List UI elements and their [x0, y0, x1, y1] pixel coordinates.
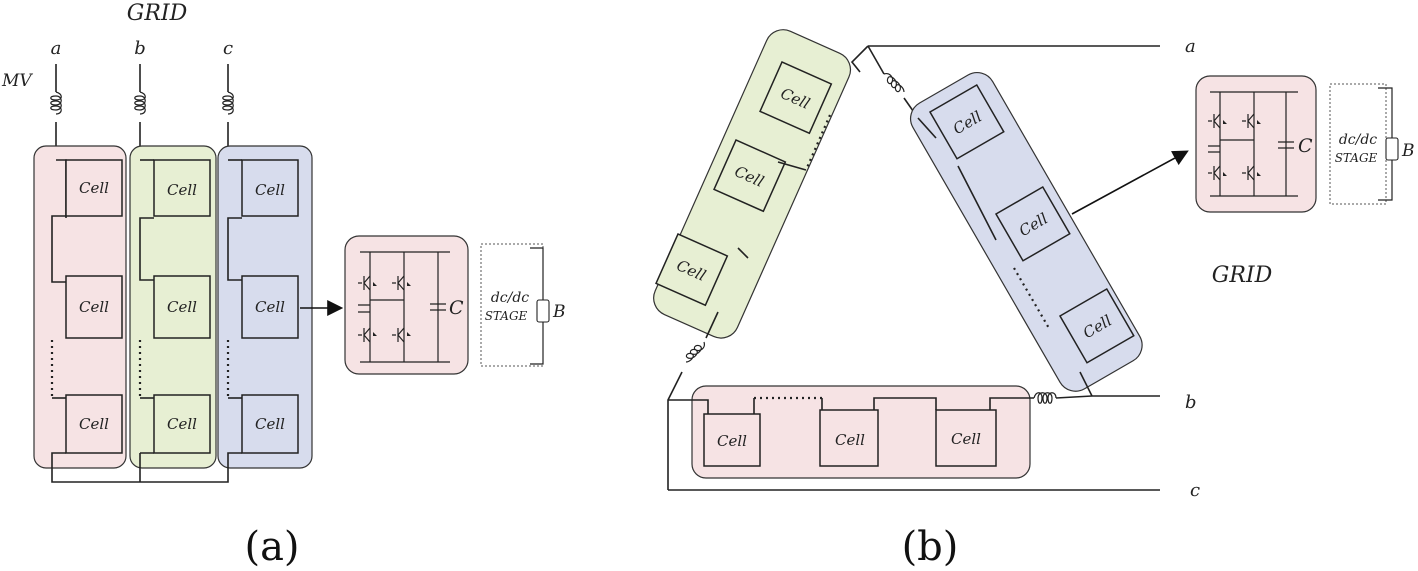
cell-box — [153, 394, 211, 454]
cell-label: Cell — [167, 298, 197, 316]
caption-b: (b) — [902, 524, 959, 570]
inductor-icon — [222, 91, 234, 115]
cell-label: Cell — [79, 415, 109, 433]
grid-label-b: GRID — [1212, 263, 1273, 288]
stage-label-1: dc/dc — [491, 290, 529, 306]
cell-detail-a: C dc/dc STAGE B — [344, 235, 566, 375]
cell-box — [65, 394, 123, 454]
phase-b-wire — [1055, 395, 1093, 399]
arm-a-cells: Cell Cell Cell — [50, 159, 123, 454]
stage-label-2: STAGE — [485, 309, 528, 323]
cell-label: Cell — [79, 298, 109, 316]
cell-box — [153, 275, 211, 339]
arm-b-cells: Cell Cell Cell — [138, 159, 211, 454]
phase-label-b: b — [134, 38, 146, 59]
phase-label-c: c — [1190, 480, 1200, 501]
mv-label: MV — [1, 71, 33, 91]
arrow-icon — [1071, 150, 1189, 215]
capacitor-label: C — [449, 297, 464, 319]
arm-blue: Cell Cell Cell — [909, 71, 1143, 397]
h-bridge-box — [344, 235, 469, 375]
phase-label-b: b — [1185, 392, 1197, 413]
capacitor-icon — [1278, 141, 1294, 149]
arm-green: Cell Cell Cell — [653, 29, 869, 339]
inductor-icon — [685, 341, 705, 363]
arm-c-cells: Cell Cell Cell — [226, 159, 299, 454]
grid-label-a: GRID — [127, 1, 188, 26]
battery-icon — [1385, 137, 1399, 161]
capacitor-label: C — [1298, 135, 1313, 157]
cell-detail-b: C dc/dc STAGE B — [1195, 75, 1415, 213]
phase-label-c: c — [223, 38, 233, 59]
panel-a: GRID MV a b c Cell Cell — [1, 1, 566, 570]
cell-label: Cell — [79, 179, 109, 197]
battery-label: B — [552, 302, 566, 322]
phase-label-a: a — [51, 38, 62, 59]
cell-box — [241, 394, 299, 454]
cell-box — [241, 275, 299, 339]
cell-label: Cell — [167, 415, 197, 433]
cell-box — [65, 159, 123, 217]
cell-label: Cell — [255, 298, 285, 316]
battery-label: B — [1401, 141, 1415, 161]
cell-label: Cell — [951, 430, 981, 448]
cell-label: Cell — [835, 431, 865, 449]
stage-label-1: dc/dc — [1339, 132, 1377, 148]
cell-label: Cell — [167, 181, 197, 199]
cell-box — [65, 275, 123, 339]
stage-label-2: STAGE — [1335, 151, 1378, 165]
inductor-icon — [50, 91, 62, 115]
phase-c-wire — [667, 371, 683, 490]
caption-a: (a) — [244, 524, 299, 570]
star-connection — [51, 452, 242, 483]
cell-label: Cell — [717, 432, 747, 450]
igbt-switch-icon — [1208, 113, 1261, 181]
inductor-icon — [1033, 392, 1057, 404]
panel-b: a b c Cell Cell Cell — [653, 29, 1415, 570]
cell-label: Cell — [255, 181, 285, 199]
cell-label: Cell — [255, 415, 285, 433]
cell-box — [153, 159, 211, 217]
arm-pink: Cell Cell Cell — [668, 385, 1034, 479]
cell-box — [241, 159, 299, 217]
capacitor-icon — [430, 303, 446, 311]
phase-label-a: a — [1185, 36, 1196, 57]
battery-icon — [536, 299, 550, 323]
igbt-switch-icon — [358, 275, 411, 343]
phase-a-wire — [867, 45, 885, 75]
inductor-icon — [134, 91, 146, 115]
inductor-icon — [883, 73, 905, 93]
